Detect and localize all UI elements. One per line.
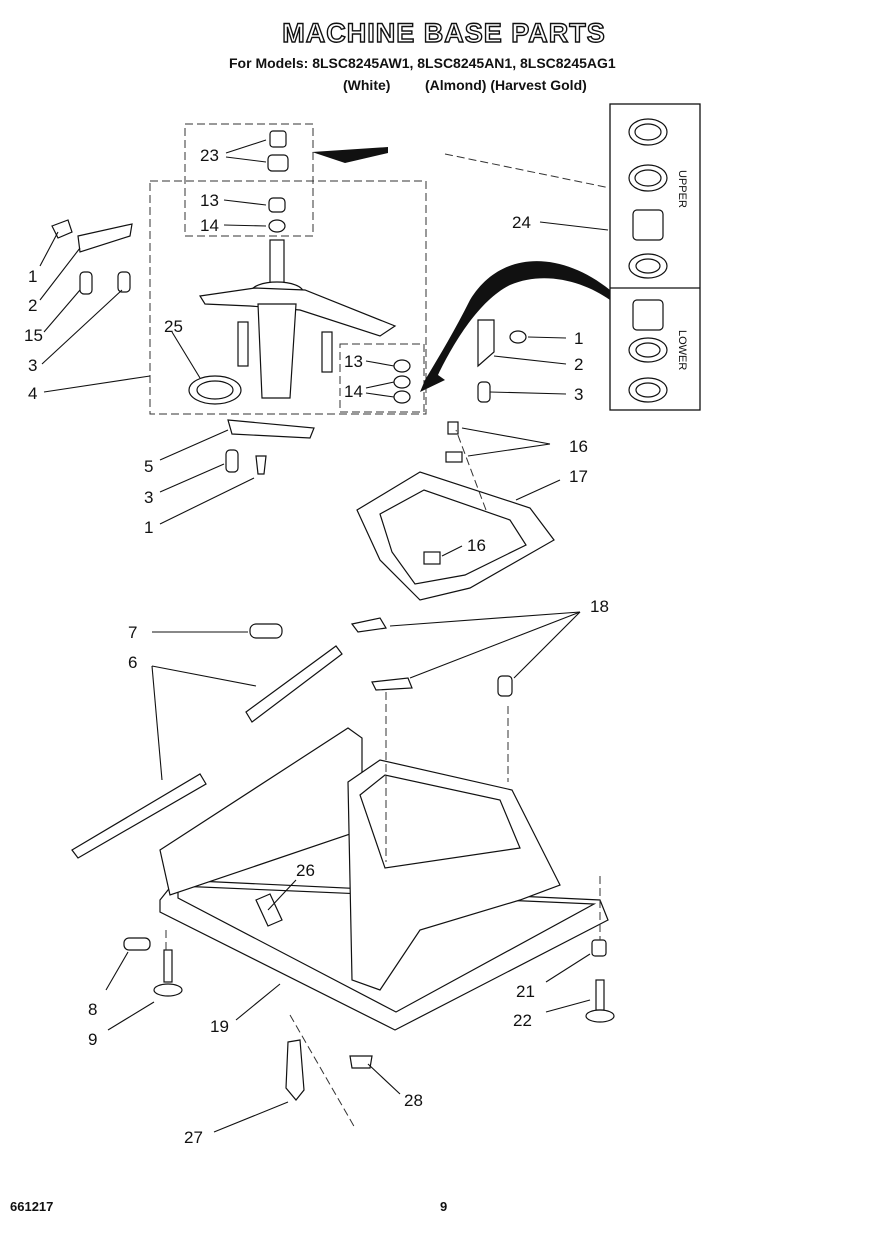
seal-box (339, 343, 425, 413)
callout-19: 19 (210, 1017, 229, 1036)
callout-4: 4 (28, 384, 37, 403)
callout-7: 7 (128, 623, 137, 642)
page-title: MACHINE BASE PARTS (282, 17, 606, 48)
assembly-guides (165, 429, 601, 1129)
callout-5: 5 (144, 457, 153, 476)
bearing-inset-frame (609, 103, 701, 411)
callout-3: 3 (574, 385, 583, 404)
callout-16: 16 (569, 437, 588, 456)
callout-17: 17 (569, 467, 588, 486)
callout-14: 14 (344, 382, 363, 401)
callout-27: 27 (184, 1128, 203, 1147)
arrow-to-top-box (312, 147, 388, 163)
lower-label: LOWER (676, 330, 688, 370)
callout-24: 24 (512, 213, 531, 232)
callout-25: 25 (164, 317, 183, 336)
callout-13: 13 (344, 352, 363, 371)
lower-bearing-parts (628, 299, 668, 403)
right-bracket-parts (393, 319, 527, 404)
callout-9: 9 (88, 1030, 97, 1049)
models-line: For Models: 8LSC8245AW1, 8LSC8245AN1, 8L… (229, 55, 616, 71)
callout-14: 14 (200, 216, 219, 235)
callout-16: 16 (467, 536, 486, 555)
color-white-label: (White) (343, 77, 391, 93)
doc-number: 661217 (10, 1199, 54, 1214)
callout-2: 2 (28, 296, 37, 315)
lower-bracket-parts (225, 419, 315, 475)
callout-3: 3 (144, 488, 153, 507)
callout-13: 13 (200, 191, 219, 210)
callout-2: 2 (574, 355, 583, 374)
support-platform (356, 421, 555, 601)
callout-18: 18 (590, 597, 609, 616)
callout-22: 22 (513, 1011, 532, 1030)
callout-28: 28 (404, 1091, 423, 1110)
transmission-assembly (188, 239, 397, 405)
base-bars (71, 617, 513, 859)
base-frame (159, 727, 609, 1031)
callout-23: 23 (200, 146, 219, 165)
callout-1: 1 (574, 329, 583, 348)
leveling-feet (123, 937, 615, 1023)
page-number: 9 (440, 1199, 448, 1214)
arrow-curve-lower (420, 261, 610, 392)
leader-lines (39, 139, 609, 1133)
callout-6: 6 (128, 653, 137, 672)
transmission-box (149, 180, 427, 415)
callout-21: 21 (516, 982, 535, 1001)
callout-8: 8 (88, 1000, 97, 1019)
callout-1: 1 (28, 267, 37, 286)
hose-clip-parts (285, 1039, 373, 1101)
upper-label: UPPER (676, 170, 688, 208)
top-fastener-box (184, 123, 314, 237)
callout-3: 3 (28, 356, 37, 375)
callout-15: 15 (24, 326, 43, 345)
leader-dashed (444, 153, 611, 189)
color-almond-harvest-label: (Almond) (Harvest Gold) (425, 77, 587, 93)
upper-bearing-parts (628, 118, 668, 279)
callout-26: 26 (296, 861, 315, 880)
callout-labels: 23 13 14 1 2 15 3 4 25 13 14 24 1 2 3 16… (24, 146, 609, 1147)
fastener-stack (267, 130, 289, 233)
left-bracket-parts (51, 219, 133, 295)
callout-1: 1 (144, 518, 153, 537)
